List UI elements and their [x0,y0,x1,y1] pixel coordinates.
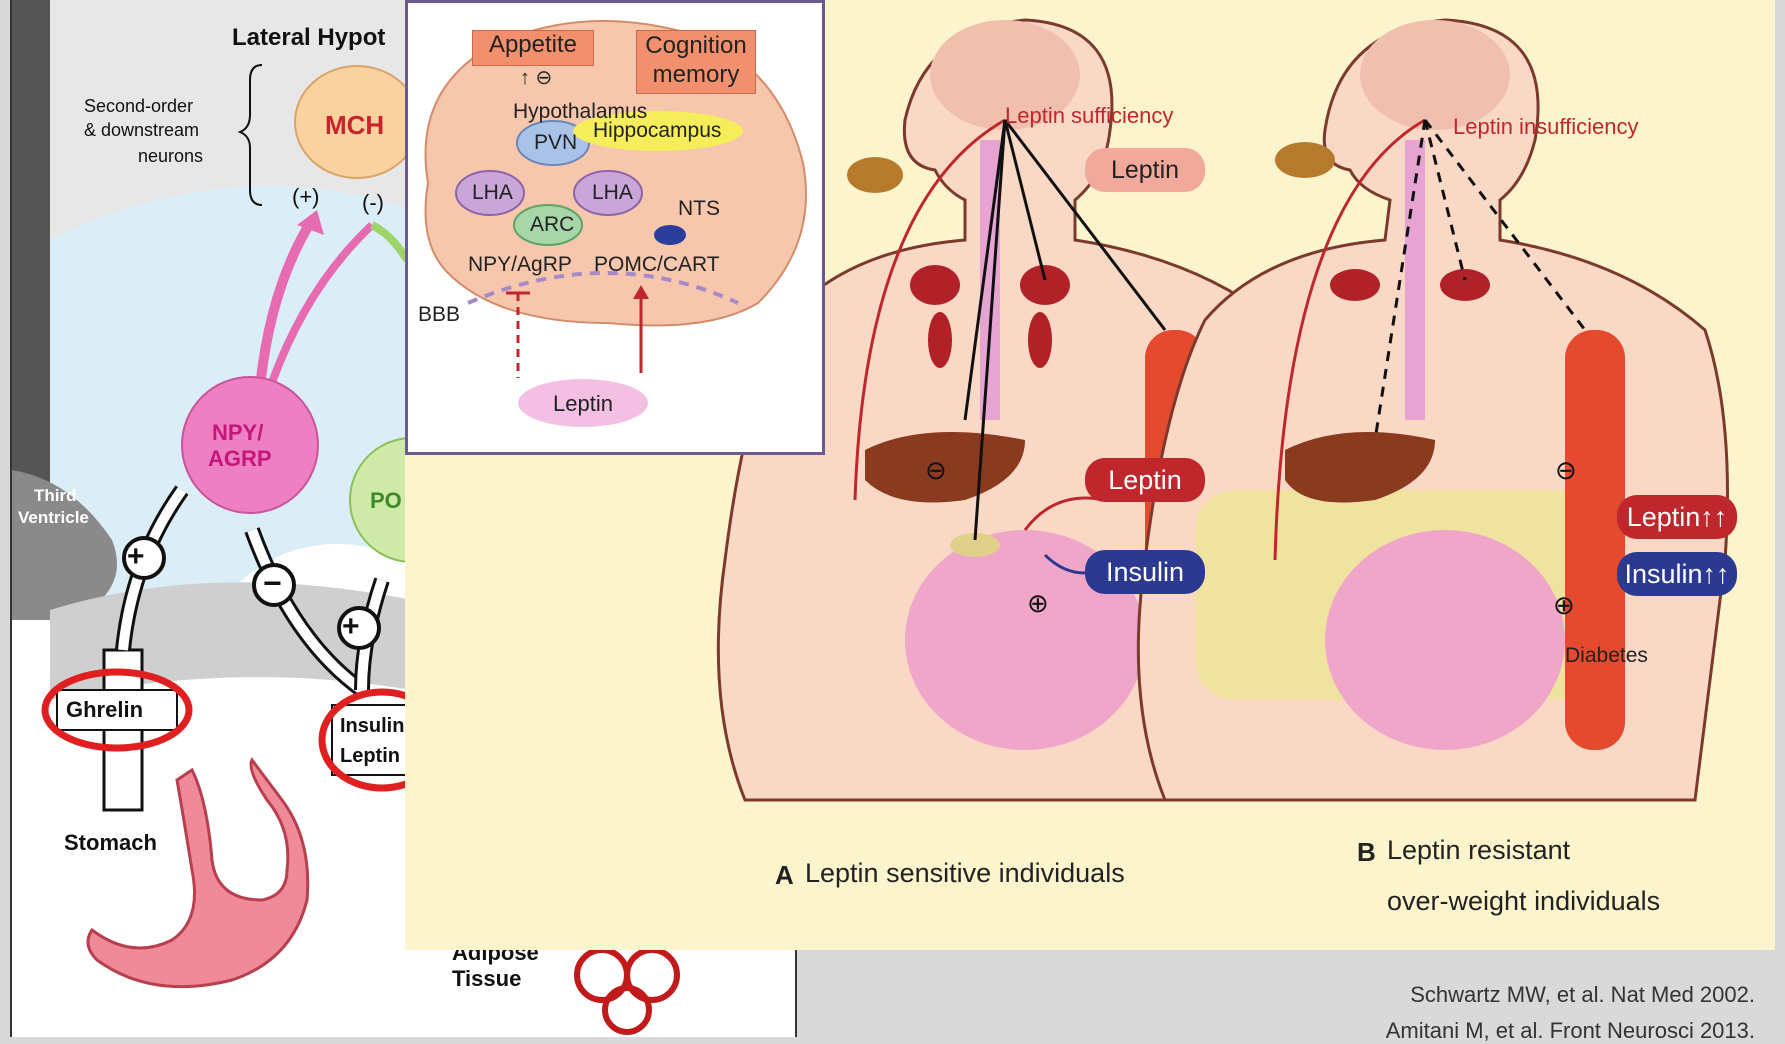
plus-marker-b: ⊕ [1553,590,1575,621]
brain-inset-svg [408,3,825,455]
leptin-tag-a: Leptin [1085,458,1205,502]
nts-label: NTS [678,197,720,221]
second-order-label: Second-order [84,96,193,117]
burger-b-icon [1275,142,1335,178]
minus-marker-b: ⊖ [1555,455,1577,486]
tissue-label: Tissue [452,966,521,992]
ventricle-label: Ventricle [18,508,89,528]
lha-left-label: LHA [472,181,513,205]
ghrelin-label: Ghrelin [66,697,143,723]
mch-plus-label: (+) [292,184,320,210]
third-label: Third [34,486,77,506]
muscle-a-3 [928,312,952,368]
caption-b-letter: B [1357,837,1376,868]
caption-b-line1: Leptin resistant [1387,835,1570,866]
cognition-memory-box: Cognition memory [636,30,756,94]
leptin-plus-symbol: + [342,610,360,644]
insulin-partial-label: Insulin [340,715,404,738]
brain-wall [12,0,50,520]
mch-label: MCH [325,110,384,141]
intestine-b [1325,530,1565,750]
lateral-hypothalamus-label: Lateral Hypot [232,24,385,52]
leptin-inset-label: Leptin [553,391,613,417]
plus-marker-a: ⊕ [1027,588,1049,619]
diabetes-label: Diabetes [1565,644,1648,668]
muscle-b-2 [1440,269,1490,301]
pomc-cart-label: POMC/CART [594,253,720,277]
muscle-a-4 [1028,312,1052,368]
appetite-up-minus: ↑ ⊖ [520,65,552,90]
minus-marker-a: ⊖ [925,455,947,486]
bbb-label: BBB [418,303,460,327]
neurons-label: neurons [138,146,203,167]
muscle-a-2 [1020,265,1070,305]
leptin-insufficiency-label: Leptin insufficiency [1453,114,1639,140]
citation-line-1: Schwartz MW, et al. Nat Med 2002. [1410,982,1755,1008]
npy-agrp-label: NPY/AgRP [468,253,572,277]
memory-label: memory [637,60,755,89]
brain-inset-panel: Appetite ↑ ⊖ Cognition memory Hypothalam… [405,0,825,455]
arc-label: ARC [530,213,574,237]
burger-a-icon [847,157,903,193]
arm-b [1565,330,1625,750]
leptin-up-tag-b: Leptin↑↑ [1617,495,1737,539]
body-b-figure [1138,20,1727,800]
leptin-center-pill: Leptin [1085,148,1205,192]
pomc-partial-label: PO [370,488,402,514]
caption-a-letter: A [775,860,794,891]
leptin-sufficiency-label: Leptin sufficiency [1005,103,1173,129]
hippocampus-label: Hippocampus [593,119,721,143]
adipocyte-3 [605,988,649,1032]
cognition-label: Cognition [637,31,755,60]
mch-minus-label: (-) [362,190,384,216]
leptin-partial-label: Leptin [340,745,400,768]
muscle-a-1 [910,265,960,305]
insulin-tag-a: Insulin [1085,550,1205,594]
caption-a-text: Leptin sensitive individuals [805,858,1125,889]
muscle-b-1 [1330,269,1380,301]
downstream-label: & downstream [84,120,199,141]
lha-right-label: LHA [592,181,633,205]
insulin-up-tag-b: Insulin↑↑ [1617,552,1737,596]
caption-b-line2: over-weight individuals [1387,886,1660,917]
agrp-label: AGRP [208,446,272,472]
citation-line-2: Amitani M, et al. Front Neurosci 2013. [1386,1018,1755,1044]
nts-node [654,225,686,245]
appetite-box: Appetite [472,30,594,66]
pvn-label: PVN [534,131,577,155]
ghrelin-plus-symbol: + [127,540,145,574]
npy-label: NPY/ [212,420,263,446]
stomach-label: Stomach [64,830,157,856]
leptin-minus-symbol: − [263,565,282,602]
